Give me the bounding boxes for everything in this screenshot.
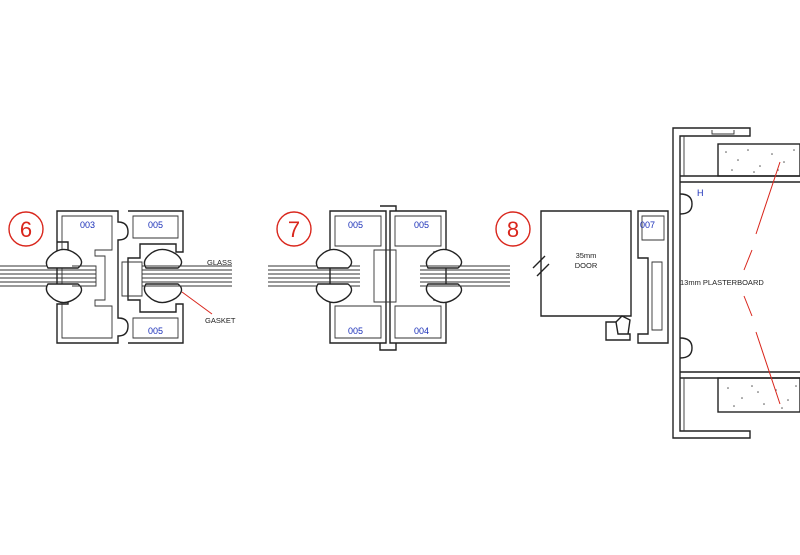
mullion-profile-7a [329,210,387,344]
gasket-7b-top [425,248,463,269]
gasket-6a-bottom [45,283,83,304]
glass-edge-6 [72,265,97,287]
label-plasterboard: 13mm PLASTERBOARD [680,278,764,287]
mullion-profile-6a [56,210,129,344]
detail-7: 7 005 005 005 004 [268,205,510,351]
callout-number-8: 8 [507,217,519,242]
part-code-6-3: 005 [148,326,163,336]
stud-inner [683,130,735,431]
glass-right-7 [420,265,510,287]
part-code-7-3: 005 [348,326,363,336]
detail-8: 8 35mm DOOR 007 H [495,127,800,439]
glass-left-6 [0,265,96,287]
mullion-caps-7 [379,205,397,351]
mullion-profile-7b [389,210,447,344]
label-glass: GLASS [207,258,232,267]
wall-stud-profile [672,127,751,439]
plasterboard-top [717,143,800,177]
detail-6: 6 003 005 005 GLASS GASKET [0,210,236,344]
stud-clips [679,193,693,359]
gasket-6b-bottom [143,283,183,304]
mullion-profile-6b [127,210,184,344]
label-gasket: GASKET [205,316,236,325]
door-label-line2: DOOR [575,261,598,270]
gasket-7a-bottom [315,283,353,304]
door-leaf [540,210,632,317]
door-frame-profile [637,210,669,344]
stud-flanges [680,175,800,379]
glazing-bead-6 [121,261,143,297]
mullion-joint-7 [373,249,397,303]
mullion-inner-7a [334,215,382,339]
callout-circle-6 [8,211,44,247]
part-code-7-1: 005 [348,220,363,230]
gasket-6a-top [45,248,83,269]
glass-left-7 [268,265,360,287]
gasket-leader [181,291,213,315]
callout-number-6: 6 [20,217,32,242]
gasket-7b-bottom [425,283,463,304]
gasket-7a-top [315,248,353,269]
door-seal [605,321,631,341]
callout-circle-8 [495,211,531,247]
door-break-marks [532,255,550,277]
gasket-6b-top [143,248,183,269]
glass-right-6 [142,265,232,287]
mullion-inner-6a [61,215,113,339]
part-code-7-2: 005 [414,220,429,230]
mullion-inner-7b [394,215,442,339]
stud-label-h: H [697,188,704,198]
mullion-inner-6b [132,215,179,339]
plasterboard-leader-bottom [743,295,781,405]
part-code-7-4: 004 [414,326,429,336]
plasterboard-leader-top [743,161,781,271]
callout-circle-7 [276,211,312,247]
part-code-6-1: 003 [80,220,95,230]
door-label-line1: 35mm [576,251,597,260]
door-seal-lip [615,315,631,335]
part-code-8-1: 007 [640,220,655,230]
plasterboard-bottom [717,377,800,413]
callout-number-7: 7 [288,217,300,242]
part-code-6-2: 005 [148,220,163,230]
door-frame-inner [641,215,665,331]
